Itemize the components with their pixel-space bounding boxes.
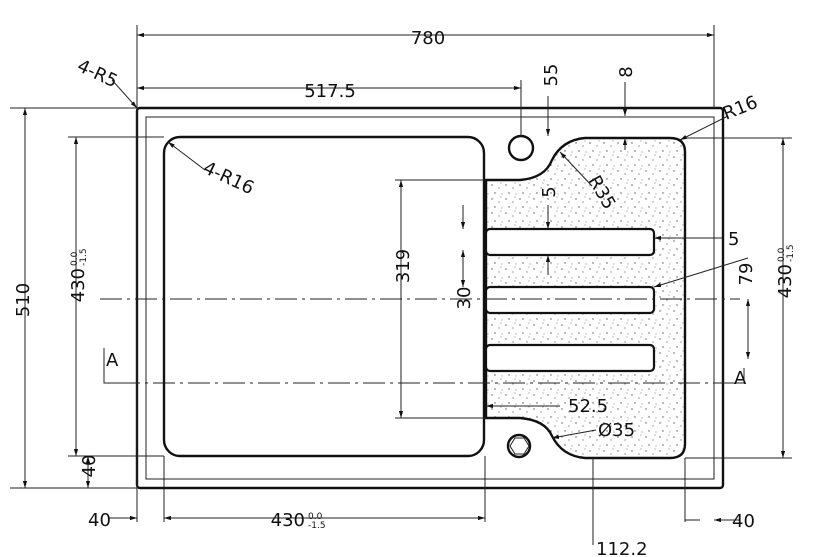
dim-bowl-offset: 517.5 (304, 81, 356, 102)
dim-margin-right: 40 (732, 511, 755, 532)
dim-outer-radius: 4-R5 (74, 55, 121, 92)
drainer-groove-3 (484, 343, 656, 373)
section-label-left: A (106, 350, 119, 371)
svg-text:0.0: 0.0 (777, 247, 787, 262)
drainer-groove-1 (484, 227, 656, 257)
dim-groove-spacing: 30 (454, 287, 475, 310)
dim-groove-length: 319 (393, 249, 414, 283)
drainer-groove-2 (484, 285, 656, 315)
sink-inner-rim (145, 116, 715, 480)
dim-margin-left: 40 (88, 510, 111, 531)
svg-text:0.0: 0.0 (308, 512, 323, 522)
svg-text:430: 430 (68, 268, 89, 302)
dim-drainer-offset: 112.2 (596, 539, 648, 557)
dim-overall-width: 780 (411, 28, 445, 49)
dim-waste-offset: 52.5 (568, 396, 608, 417)
svg-text:-1.5: -1.5 (786, 244, 796, 262)
dim-groove-width: 5 (728, 229, 739, 250)
section-label-right: A (734, 368, 747, 389)
dim-bowl-depth: 430 0.0 -1.5 (68, 248, 89, 302)
waste-outlet (506, 433, 532, 459)
dim-bowl-width: 430 0.0 -1.5 (271, 510, 326, 531)
dim-margin-bottom: 40 (79, 455, 100, 478)
dim-drainer-radius: R16 (720, 92, 761, 125)
dim-rim-offset: 8 (616, 66, 637, 77)
dim-centre-offset: 79 (736, 263, 757, 286)
svg-text:-1.5: -1.5 (308, 521, 326, 531)
dim-waste-diameter: Ø35 (598, 420, 635, 441)
svg-text:-1.5: -1.5 (79, 248, 89, 266)
dim-overall-depth: 510 (13, 283, 34, 317)
tap-hole (507, 134, 535, 162)
svg-text:0.0: 0.0 (70, 251, 80, 266)
svg-text:430: 430 (271, 510, 305, 531)
dim-bowl-radius: 4-R16 (200, 157, 257, 199)
dim-bowl-depth-right: 430 0.0 -1.5 (775, 244, 796, 298)
dim-groove-gap: 5 (539, 186, 560, 197)
sink-bowl (162, 135, 486, 458)
dim-tap-hole-offset: 55 (541, 64, 562, 87)
svg-text:430: 430 (775, 264, 796, 298)
